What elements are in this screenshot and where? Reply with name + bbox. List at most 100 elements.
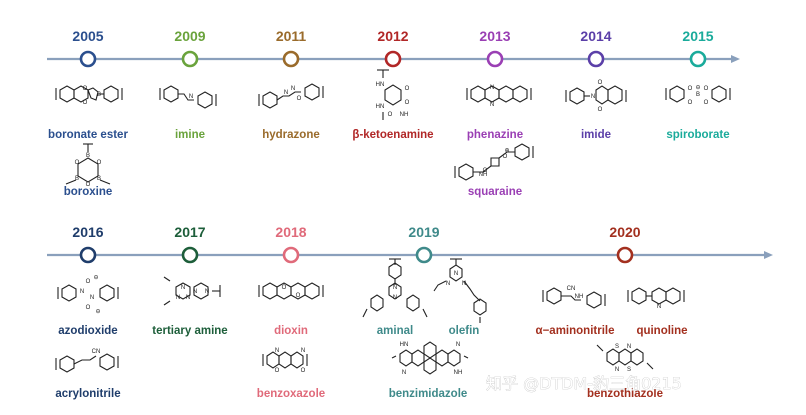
svg-text:N: N — [393, 285, 397, 291]
svg-text:O: O — [86, 279, 91, 285]
linkage-label: boronate ester — [48, 129, 128, 141]
svg-text:O: O — [503, 154, 508, 160]
milestone-2016: 2016 — [72, 224, 104, 264]
acrylonitrile-structure: CN — [55, 349, 119, 373]
year-label: 2017 — [174, 224, 205, 240]
svg-text:NH: NH — [454, 370, 463, 376]
timeline-row-2 — [47, 251, 773, 259]
axis-arrow-icon — [731, 55, 740, 63]
svg-text:O: O — [296, 293, 301, 299]
svg-text:N: N — [181, 285, 185, 291]
svg-text:NH: NH — [575, 294, 584, 300]
svg-text:N: N — [657, 304, 661, 310]
milestone-node — [181, 246, 199, 264]
svg-text:O: O — [75, 160, 80, 166]
svg-text:N: N — [291, 86, 295, 92]
svg-text:HN: HN — [376, 104, 385, 110]
milestone-node — [587, 50, 605, 68]
svg-text:N: N — [284, 90, 288, 96]
svg-text:N: N — [591, 94, 595, 100]
svg-text:NH: NH — [479, 172, 488, 178]
svg-text:O: O — [704, 100, 709, 106]
svg-text:⊖: ⊖ — [695, 85, 700, 91]
linkage-label: hydrazone — [262, 129, 320, 141]
svg-text:⊕: ⊕ — [504, 148, 509, 154]
milestone-node — [415, 246, 433, 264]
svg-text:O: O — [282, 285, 287, 291]
svg-text:O: O — [704, 86, 709, 92]
svg-text:O: O — [405, 100, 410, 106]
svg-text:N: N — [80, 289, 84, 295]
boronate-ester-structure: O O B — [55, 85, 123, 106]
milestone-node — [616, 246, 634, 264]
imide-structure: N OO — [565, 80, 627, 113]
svg-text:N: N — [446, 281, 450, 287]
milestone-2013: 2013 — [479, 28, 511, 68]
milestone-2009: 2009 — [174, 28, 206, 68]
svg-text:O: O — [97, 160, 102, 166]
svg-text:S: S — [615, 344, 619, 350]
linkage-label: quinoline — [636, 325, 687, 337]
linkage-label: spiroborate — [666, 129, 729, 141]
linkage-label: α−aminonitrile — [536, 325, 615, 337]
svg-text:HN: HN — [376, 82, 385, 88]
svg-text:N: N — [402, 370, 406, 376]
linkage-label: dioxin — [274, 325, 308, 337]
dioxin-structure: OO — [258, 282, 324, 300]
linkage-label: benzoxazole — [257, 388, 325, 400]
year-label: 2011 — [276, 28, 307, 44]
milestone-node — [79, 50, 97, 68]
svg-text:O: O — [405, 86, 410, 92]
svg-text:O: O — [83, 100, 88, 106]
svg-text:B: B — [97, 92, 101, 98]
imine-structure: N — [159, 85, 217, 109]
milestone-node — [689, 50, 707, 68]
svg-text:B: B — [696, 92, 700, 98]
svg-text:N: N — [275, 348, 279, 354]
linkage-label: olefin — [449, 325, 480, 337]
milestone-2018: 2018 — [275, 224, 307, 264]
aminal-structure: NN — [362, 258, 428, 318]
svg-text:N: N — [615, 367, 619, 373]
hydrazone-structure: NNO — [258, 83, 324, 109]
linkage-label: boroxine — [64, 186, 113, 198]
svg-text:O: O — [86, 182, 91, 188]
svg-text:N: N — [393, 295, 397, 301]
svg-text:O: O — [688, 86, 693, 92]
svg-text:O: O — [83, 86, 88, 92]
milestone-node — [486, 50, 504, 68]
svg-text:N: N — [490, 102, 494, 108]
benzoxazole-structure: N O N O — [262, 348, 308, 374]
axis-arrow-icon — [764, 251, 773, 259]
svg-text:O: O — [688, 100, 693, 106]
svg-text:O: O — [275, 368, 280, 374]
svg-text:NH: NH — [400, 112, 409, 118]
quinoline-structure: N — [627, 287, 685, 310]
linkage-label: β-ketoenamine — [352, 129, 433, 141]
svg-text:B: B — [97, 176, 101, 182]
milestone-node — [384, 50, 402, 68]
svg-text:CN: CN — [567, 286, 576, 292]
linkage-label: imine — [175, 129, 205, 141]
year-label: 2009 — [174, 28, 205, 44]
svg-text:B: B — [86, 153, 90, 159]
svg-text:O: O — [297, 96, 302, 102]
year-label: 2014 — [580, 28, 611, 44]
svg-text:CN: CN — [92, 349, 101, 355]
svg-text:O: O — [301, 368, 306, 374]
svg-text:N: N — [456, 342, 460, 348]
svg-text:S: S — [627, 367, 631, 373]
linkage-label: aminal — [377, 325, 413, 337]
svg-text:O: O — [86, 305, 91, 311]
svg-text:HN: HN — [400, 342, 409, 348]
linkage-label: imide — [581, 129, 611, 141]
svg-text:N: N — [301, 348, 305, 354]
svg-text:N: N — [490, 85, 494, 91]
year-label: 2018 — [275, 224, 306, 240]
